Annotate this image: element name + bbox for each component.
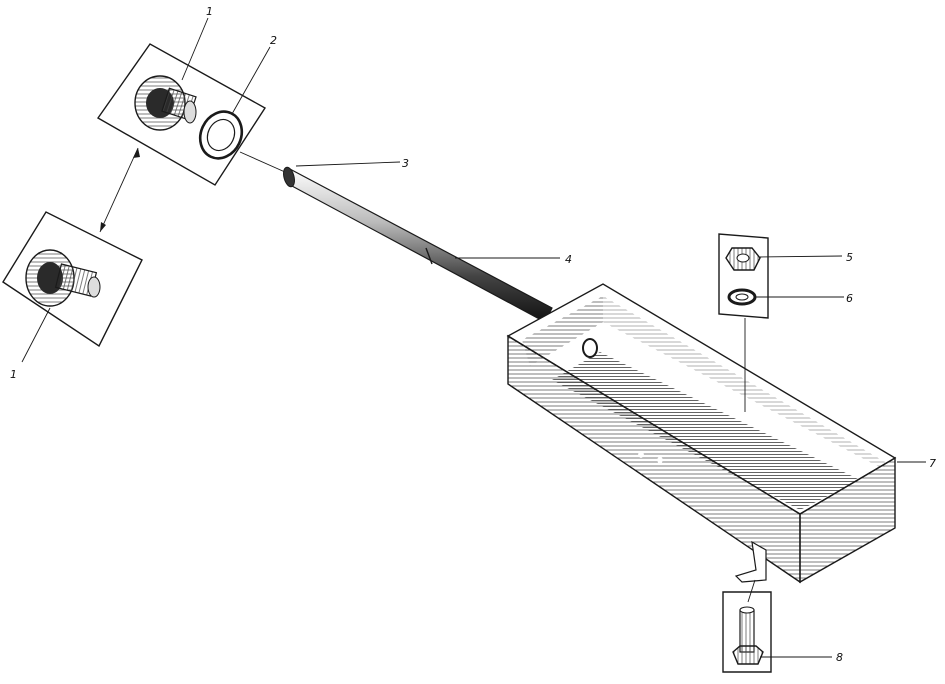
callout-5: 5: [846, 251, 853, 264]
drain-plug-top: [134, 75, 197, 131]
callout-1-top: 1: [206, 5, 213, 18]
callout-6: 6: [846, 292, 853, 305]
callout-4: 4: [565, 253, 572, 266]
callout-1-bottom: 1: [10, 368, 17, 381]
callout-2: 2: [270, 34, 277, 47]
callout-7: 7: [929, 457, 936, 470]
nut-washer-assembly: [718, 233, 844, 412]
callout-3: 3: [402, 157, 409, 170]
bolt-assembly: [722, 579, 832, 673]
dipstick-rod: [283, 161, 560, 323]
plug-assembly-bottom: [2, 211, 143, 363]
washer-part-2: [198, 110, 244, 160]
drain-plug-bottom: [25, 249, 101, 307]
plug-assembly-top: [96, 17, 271, 186]
nut-part-5: [725, 247, 761, 271]
connector-arrows: [99, 147, 286, 233]
tray-box-part-7: [506, 283, 926, 584]
callout-8: 8: [836, 651, 843, 664]
bolt-part-8: [732, 606, 764, 665]
lock-washer-part-6: [727, 288, 757, 306]
